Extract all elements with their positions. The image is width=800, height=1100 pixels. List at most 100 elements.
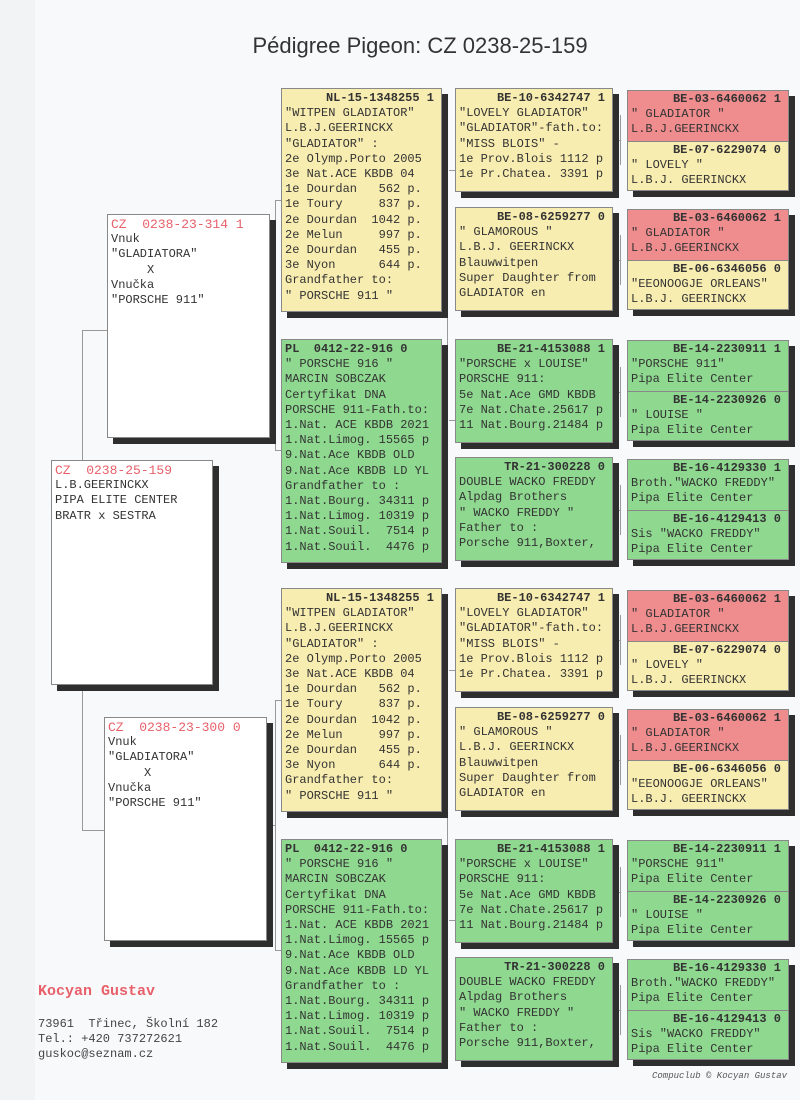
pedigree-line: 3e Nyon 644 p. xyxy=(285,758,422,773)
pedigree-line: MARCIN SOBCZAK xyxy=(285,372,386,387)
pedigree-line: "GLADIATOR"-fath.to: xyxy=(459,621,604,636)
pedigree-line: " LOVELY " xyxy=(631,658,704,673)
pedigree-line: PORSCHE 911: xyxy=(459,372,546,387)
pedigree-line: 1.Nat.Limog. 10319 p xyxy=(285,1009,430,1024)
ring-number: BE-21-4153088 1 xyxy=(496,342,605,356)
pedigree-line: 9.Nat.Ace KBDB OLD xyxy=(285,448,415,463)
pedigree-line: 2e Dourdan 1042 p. xyxy=(285,712,422,727)
ring-number: BE-14-2230911 1 xyxy=(672,842,781,856)
grandsire-box: NL-15-1348255 1"WITPEN GLADIATOR"L.B.J.G… xyxy=(281,88,442,312)
pedigree-line: 11 Nat.Bourg.21484 p xyxy=(459,418,604,433)
pedigree-line: 2e Melun 997 p. xyxy=(285,227,422,242)
grandsire-box: NL-15-1348255 1"WITPEN GLADIATOR"L.B.J.G… xyxy=(281,588,442,812)
ancestor-box: BE-14-2230926 0" LOUISE "Pipa Elite Cent… xyxy=(627,391,789,441)
ancestor-box: BE-06-6346056 0"EEONOOGJE ORLEANS"L.B.J.… xyxy=(627,760,789,810)
ring-number: TR-21-300228 0 xyxy=(504,460,605,474)
pedigree-line: Pipa Elite Center xyxy=(631,991,754,1006)
pedigree-line: 1.Nat.Souil. 4476 p xyxy=(285,539,430,554)
connector-line xyxy=(613,640,620,641)
pedigree-line: Alpdag Brothers xyxy=(459,990,568,1005)
connector-line xyxy=(449,670,455,671)
pedigree-line: Broth."WACKO FREDDY" xyxy=(631,476,776,491)
ring-number: BE-14-2230926 0 xyxy=(672,393,781,407)
pedigree-line: 1.Nat.Limog. 15565 p xyxy=(285,433,430,448)
pedigree-line: Grandfather to: xyxy=(285,273,394,288)
pedigree-line: 1e Prov.Blois 1112 p xyxy=(459,651,604,666)
pedigree-line: " WACKO FREDDY " xyxy=(459,1005,575,1020)
pedigree-line: " PORSCHE 911 " xyxy=(285,288,394,303)
ring-number: BE-03-6460062 1 xyxy=(672,92,781,106)
pedigree-line: "PORSCHE x LOUISE" xyxy=(459,857,589,872)
pedigree-line: 1.Nat.Bourg. 34311 p xyxy=(285,494,430,509)
great-great-grandparents-pair: BE-03-6460062 1" GLADIATOR "L.B.J.GEERIN… xyxy=(627,209,789,310)
ring-number: BE-10-6342747 1 xyxy=(496,91,605,105)
pedigree-line: L.B.J.GEERINCKX xyxy=(631,122,740,137)
pedigree-line: 9.Nat.Ace KBDB OLD xyxy=(285,948,415,963)
ring-number: NL-15-1348255 1 xyxy=(325,91,434,105)
pedigree-line: Blauwwitpen xyxy=(459,255,539,270)
connector-line xyxy=(275,200,276,450)
pedigree-line: 1.Nat.Limog. 15565 p xyxy=(285,933,430,948)
pedigree-line: "EEONOOGJE ORLEANS" xyxy=(631,777,768,792)
ring-number: BE-07-6229074 0 xyxy=(672,643,781,657)
connector-line xyxy=(620,867,621,917)
connector-line xyxy=(270,325,275,326)
pedigree-line: " WACKO FREDDY " xyxy=(459,505,575,520)
pedigree-line: 2e Dourdan 1042 p. xyxy=(285,212,422,227)
connector-line xyxy=(447,170,448,420)
breeder-name: Kocyan Gustav xyxy=(38,983,156,1000)
pedigree-line: Sis "WACKO FREDDY" xyxy=(631,527,761,542)
ancestor-box: BE-03-6460062 1" GLADIATOR "L.B.J.GEERIN… xyxy=(627,209,789,261)
pedigree-line: " GLADIATOR " xyxy=(631,607,725,622)
ring-number: BE-16-4129330 1 xyxy=(672,961,781,975)
pedigree-line: 3e Nat.ACE KBDB 04 xyxy=(285,167,415,182)
pedigree-line: " PORSCHE 916 " xyxy=(285,857,394,872)
great-great-grandparents-pair: BE-14-2230911 1"PORSCHE 911"Pipa Elite C… xyxy=(627,840,789,941)
pedigree-line: Sis "WACKO FREDDY" xyxy=(631,1027,761,1042)
pedigree-line: Pipa Elite Center xyxy=(631,542,754,557)
pedigree-line: L.B.J. GEERINCKX xyxy=(459,240,575,255)
connector-line xyxy=(620,235,621,285)
connector-line xyxy=(82,685,83,830)
pedigree-line: DOUBLE WACKO FREDDY xyxy=(459,475,596,490)
pedigree-line: 1e Toury 837 p. xyxy=(285,197,422,212)
great-great-grandparents-pair: BE-03-6460062 1" GLADIATOR "L.B.J.GEERIN… xyxy=(627,90,789,191)
pedigree-line: L.B.GEERINCKX xyxy=(55,478,149,493)
connector-line xyxy=(620,985,621,1035)
pedigree-line: "PORSCHE 911" xyxy=(111,293,205,308)
connector-line xyxy=(613,392,620,393)
ring-number: BE-16-4129330 1 xyxy=(672,461,781,475)
pedigree-line: " LOUISE " xyxy=(631,408,704,423)
breeder-phone: Tel.: +420 737272621 xyxy=(38,1032,183,1046)
great-grandparent-box: BE-10-6342747 1"LOVELY GLADIATOR""GLADIA… xyxy=(455,588,613,692)
pedigree-line: 1e Dourdan 562 p. xyxy=(285,682,422,697)
great-grandparent-box: BE-21-4153088 1"PORSCHE x LOUISE"PORSCHE… xyxy=(455,339,613,443)
pedigree-line: " GLADIATOR " xyxy=(631,726,725,741)
pedigree-line: DOUBLE WACKO FREDDY xyxy=(459,975,596,990)
pedigree-line: L.B.J. GEERINCKX xyxy=(631,173,747,188)
pedigree-line: L.B.J. GEERINCKX xyxy=(631,792,747,807)
pedigree-line: Pipa Elite Center xyxy=(631,923,754,938)
great-great-grandparents-pair: BE-03-6460062 1" GLADIATOR "L.B.J.GEERIN… xyxy=(627,709,789,810)
ring-number: BE-03-6460062 1 xyxy=(672,592,781,606)
pedigree-line: 2e Olymp.Porto 2005 xyxy=(285,151,422,166)
pedigree-line: GLADIATOR en xyxy=(459,286,546,301)
pedigree-line: 9.Nat.Ace KBDB LD YL xyxy=(285,963,430,978)
pedigree-line: X xyxy=(108,765,152,780)
ring-number: CZ 0238-23-314 1 xyxy=(111,217,244,232)
ring-number: TR-21-300228 0 xyxy=(504,960,605,974)
connector-line xyxy=(613,510,620,511)
connector-line xyxy=(449,920,455,921)
pedigree-line: Pipa Elite Center xyxy=(631,372,754,387)
connector-line xyxy=(613,260,620,261)
pedigree-line: " GLAMOROUS " xyxy=(459,225,553,240)
pedigree-line: Alpdag Brothers xyxy=(459,490,568,505)
pedigree-line: Pipa Elite Center xyxy=(631,1042,754,1057)
connector-line xyxy=(613,892,620,893)
pedigree-line: " PORSCHE 916 " xyxy=(285,357,394,372)
